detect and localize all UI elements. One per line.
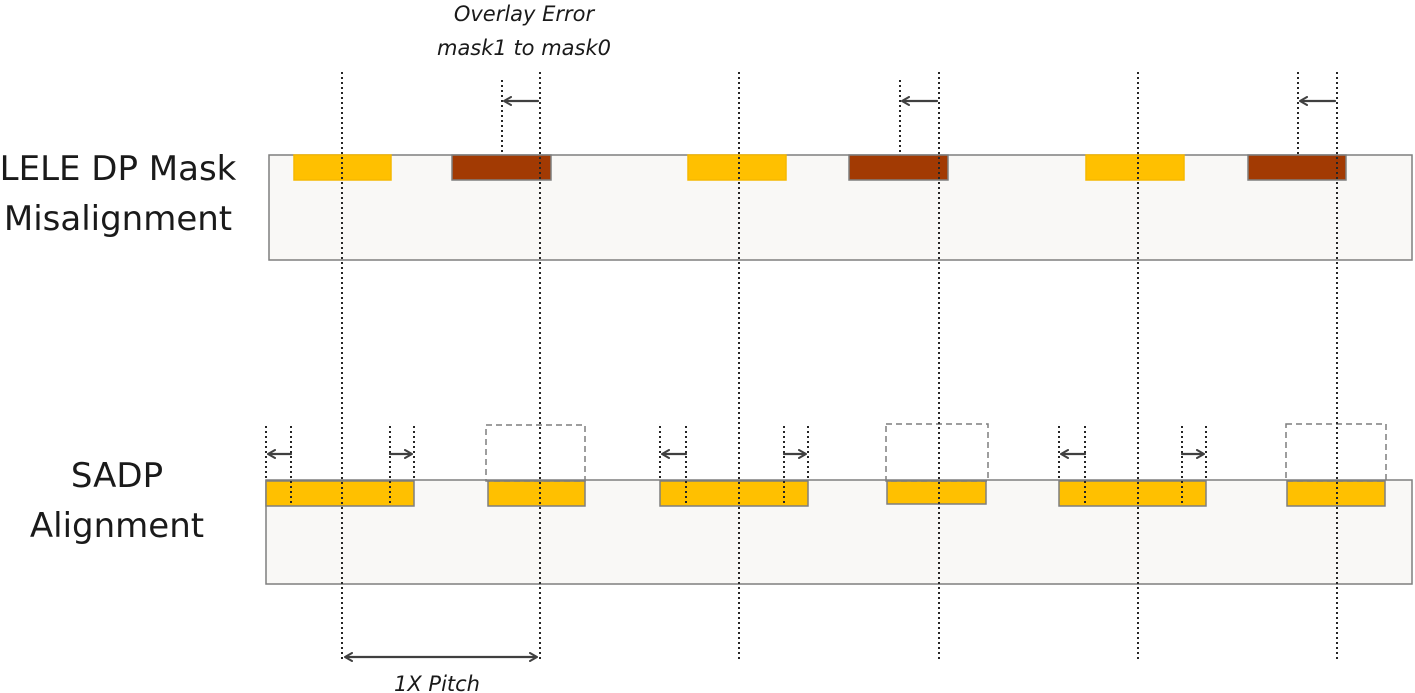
overlay-error-line1: Overlay Error bbox=[454, 2, 596, 26]
lele-label-line2: Misalignment bbox=[4, 199, 232, 239]
sadp-spacer-line bbox=[659, 480, 809, 507]
overlay-error-annotation: Overlay Error mask1 to mask0 bbox=[437, 2, 611, 60]
sadp-label: SADP Alignment bbox=[30, 456, 204, 546]
lele-mask0-line bbox=[687, 154, 787, 181]
sadp-label-line1: SADP bbox=[71, 456, 163, 496]
lele-substrate bbox=[268, 154, 1413, 261]
lele-mask0-line bbox=[1085, 154, 1185, 181]
sadp-short-line bbox=[487, 480, 586, 507]
pitch-label: 1X Pitch bbox=[394, 672, 480, 693]
lele-mask1-line bbox=[1247, 154, 1347, 181]
overlay-error-line2: mask1 to mask0 bbox=[437, 36, 611, 60]
sadp-substrate bbox=[265, 479, 1413, 585]
sadp-spacer-line bbox=[265, 480, 415, 507]
pitch-guides bbox=[341, 72, 1338, 660]
pitch-dimension: 1X Pitch bbox=[344, 652, 538, 693]
lele-label-line1: LELE DP Mask bbox=[0, 149, 237, 189]
lele-label: LELE DP Mask Misalignment bbox=[0, 149, 237, 239]
sadp-ghost-mandrel bbox=[885, 423, 989, 482]
sadp-spacer-line bbox=[1058, 480, 1207, 507]
sadp-spacer-markers bbox=[265, 426, 1207, 506]
lele-mask1-line bbox=[848, 154, 949, 181]
lele-overlay-markers bbox=[501, 72, 1337, 155]
sadp-label-line2: Alignment bbox=[30, 506, 204, 546]
lele-mask1-line bbox=[451, 154, 552, 181]
sadp-short-line bbox=[886, 480, 987, 505]
sadp-ghost-mandrel bbox=[485, 424, 586, 482]
